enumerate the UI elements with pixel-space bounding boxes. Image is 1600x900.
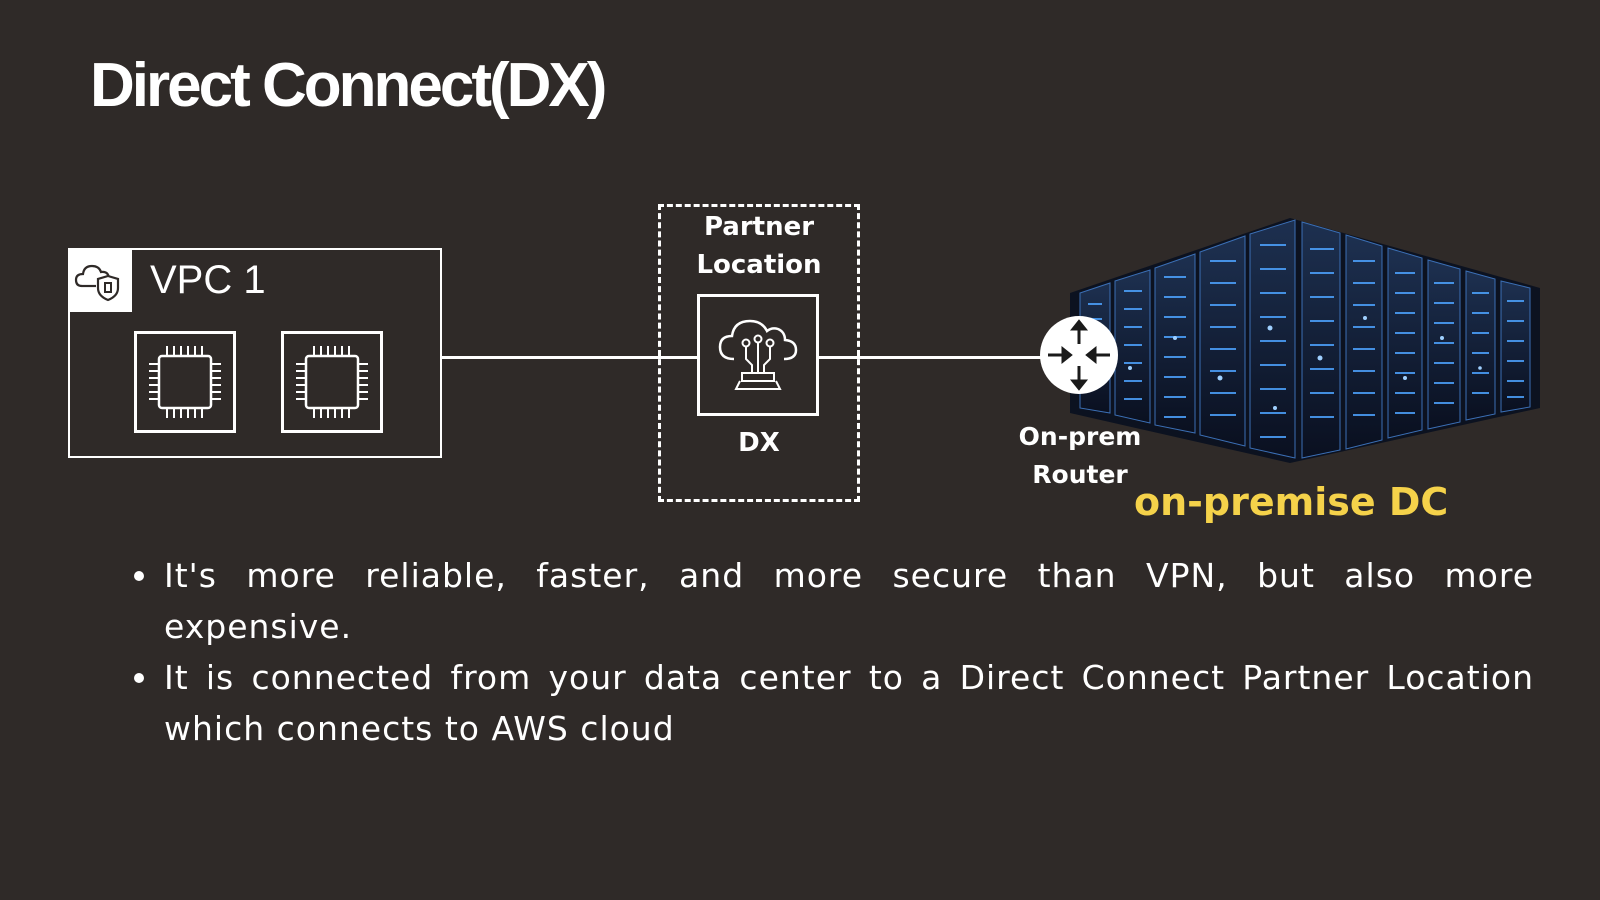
- page-title: Direct Connect(DX): [90, 51, 607, 120]
- dx-to-router-line: [819, 356, 1049, 359]
- router-label-line2: Router: [1032, 460, 1128, 489]
- router-label: On-prem Router: [1004, 418, 1156, 494]
- vpc-to-dx-line: [442, 356, 697, 359]
- cloud-circuit-icon: [697, 294, 819, 416]
- bullet-dot: [134, 571, 144, 581]
- datacenter-label: on-premise DC: [1134, 480, 1449, 524]
- partner-location-box: [658, 204, 860, 502]
- cpu-chip-icon: [281, 331, 383, 433]
- bullet-item: It's more reliable, faster, and more sec…: [134, 550, 1534, 652]
- cpu-chip-icon: [134, 331, 236, 433]
- server-racks-image: [1070, 218, 1540, 463]
- architecture-diagram: VPC 1 Partner Location: [68, 204, 1540, 524]
- vpc-label: VPC 1: [150, 258, 266, 302]
- bullet-list: It's more reliable, faster, and more sec…: [130, 550, 1534, 754]
- bullet-text: It's more reliable, faster, and more sec…: [164, 556, 1534, 646]
- bullet-item: It is connected from your data center to…: [134, 652, 1534, 754]
- partner-label-line2: Location: [696, 250, 822, 280]
- bullet-dot: [134, 673, 144, 683]
- dx-label: DX: [738, 428, 780, 458]
- router-label-line1: On-prem: [1018, 422, 1142, 451]
- partner-label-line1: Partner: [703, 212, 815, 242]
- cloud-shield-icon: [68, 248, 132, 312]
- partner-location-label: Partner Location: [658, 208, 860, 284]
- router-arrows-icon: [1040, 316, 1118, 394]
- vpc-container: [68, 248, 442, 458]
- bullet-text: It is connected from your data center to…: [164, 658, 1534, 748]
